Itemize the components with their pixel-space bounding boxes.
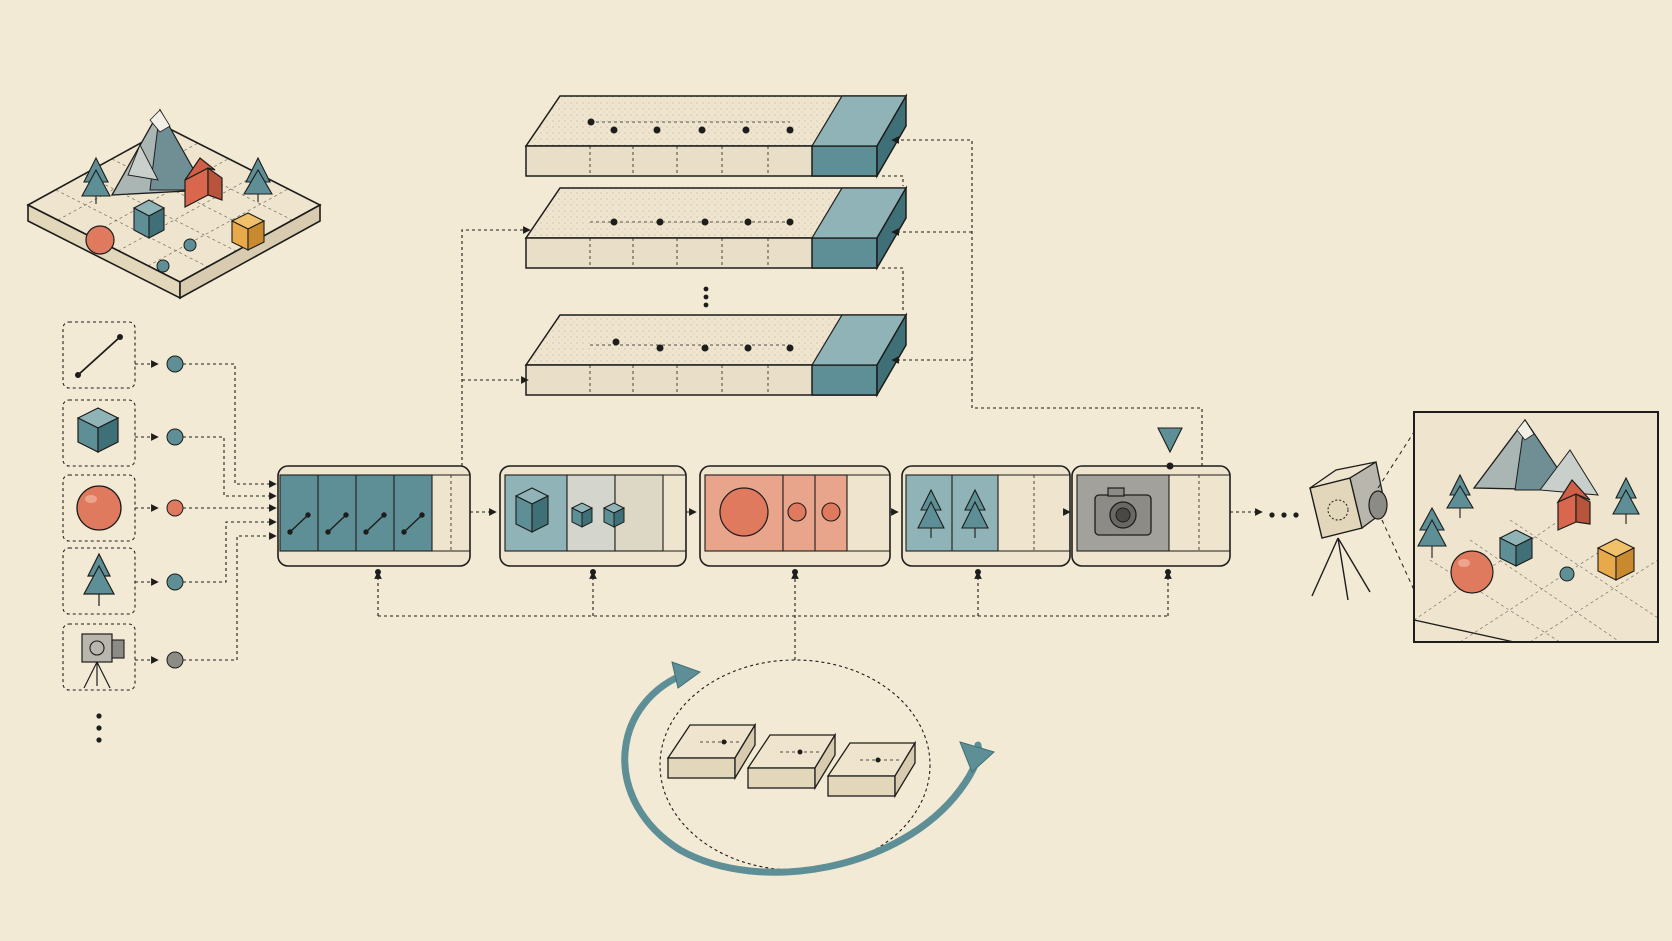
ellipsis-dots (703, 286, 709, 308)
input-scene (26, 108, 322, 300)
line-segment-icon (77, 336, 121, 376)
camera-icon (81, 633, 125, 689)
token-dot (166, 573, 184, 591)
cube-icon (76, 407, 120, 453)
sequence-row (277, 427, 1299, 660)
sphere-icon (787, 502, 807, 522)
tree-icon (1417, 473, 1640, 558)
memory-slab (524, 93, 908, 179)
tree-icon (917, 488, 989, 538)
red-sphere-icon (1450, 550, 1494, 594)
memory-slab (524, 185, 908, 271)
triangle-marker-icon (1157, 427, 1183, 454)
mountain-icon (1472, 418, 1599, 496)
mini-slab (746, 732, 837, 791)
sequence-block-lines (277, 465, 471, 567)
token-dot (166, 355, 184, 373)
token-dot (166, 428, 184, 446)
token-dot (166, 651, 184, 669)
slab-nodes (610, 218, 794, 226)
camera-icon (1094, 487, 1152, 536)
slab-nodes (612, 338, 794, 352)
cube-icon (514, 487, 550, 533)
token-line (62, 321, 184, 389)
rendered-scene (1413, 411, 1659, 643)
tree-icon (81, 156, 273, 204)
cube-icon (602, 502, 626, 528)
sequence-block-camera (1071, 427, 1231, 567)
iteration-loop (621, 659, 995, 876)
render-camera (1309, 431, 1415, 601)
red-sphere-icon (85, 225, 115, 255)
teal-cube-icon (1498, 529, 1534, 567)
yellow-cube-icon (230, 212, 266, 251)
slab-nodes (587, 118, 794, 134)
token-sphere (62, 474, 184, 542)
sequence-block-spheres (699, 465, 891, 567)
token-cube (62, 399, 184, 467)
memory-slab (524, 312, 908, 398)
cube-icon (570, 502, 594, 528)
red-house-icon (1556, 479, 1591, 531)
token-camera (62, 623, 184, 691)
teal-cube-icon (132, 199, 166, 239)
sphere-icon (719, 487, 769, 537)
mini-slab (826, 740, 917, 799)
token-column (62, 321, 277, 743)
yellow-cube-icon (1596, 538, 1636, 581)
memory-slab-stack (461, 93, 1203, 466)
token-dot (166, 499, 184, 517)
continuation-dots (1269, 512, 1299, 518)
continuation-dots (96, 713, 102, 743)
token-tree (62, 547, 184, 615)
tree-icon (82, 552, 116, 606)
small-sphere-icon (1559, 566, 1575, 582)
small-sphere-icon (156, 259, 170, 273)
line-segment-icon (287, 512, 425, 535)
sequence-block-cubes (499, 465, 687, 567)
mini-slab (666, 722, 757, 781)
sphere-icon (821, 502, 841, 522)
circular-arrow-icon (621, 668, 982, 876)
red-house-icon (184, 157, 223, 208)
sequence-block-trees (901, 465, 1071, 567)
small-sphere-icon (183, 238, 197, 252)
sphere-icon (76, 485, 122, 531)
